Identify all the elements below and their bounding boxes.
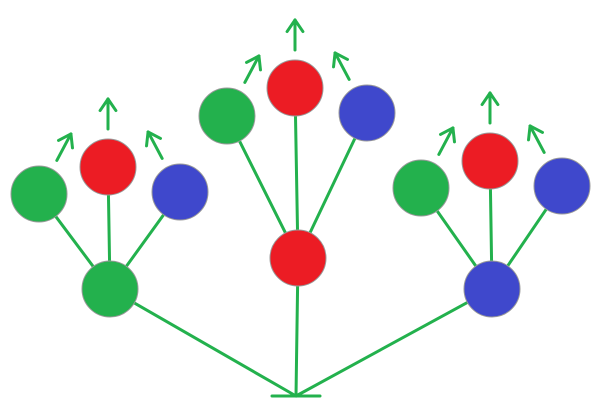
arrow-leaf-center-red: [285, 18, 305, 52]
arrow-leaf-left-red-head-right: [98, 97, 110, 113]
arrow-leaf-right-blue: [527, 124, 546, 154]
arrow-leaf-center-green-shaft: [243, 54, 261, 84]
nodes-layer: [10, 59, 591, 318]
arrow-leaf-left-red: [98, 97, 118, 131]
arrow-leaf-center-blue-shaft: [333, 51, 351, 81]
edge-node-center-to-leaf-center-blue: [308, 136, 357, 235]
arrow-leaf-right-green-shaft: [437, 126, 455, 156]
leaf-center-red-circle: [266, 59, 324, 117]
node-left-circle: [81, 260, 139, 318]
arrow-leaf-right-red-head-left: [488, 91, 500, 107]
leaf-right-green-circle: [392, 159, 450, 217]
leaf-left-blue-circle: [151, 163, 209, 221]
arrow-leaf-right-green-head-left: [451, 126, 456, 144]
arrow-leaf-center-green: [243, 54, 262, 84]
leaf-left-red-circle: [79, 138, 137, 196]
edge-node-left-to-leaf-left-blue: [124, 213, 166, 268]
edge-node-left-to-leaf-left-green: [54, 214, 95, 269]
arrow-leaf-center-blue-head-right: [332, 51, 337, 69]
edge-node-right-to-leaf-right-red: [488, 187, 494, 263]
leaf-right-blue-circle: [533, 157, 591, 215]
edge-root-to-node-center: [294, 284, 300, 398]
arrow-leaf-right-green: [437, 126, 456, 156]
arrow-leaf-center-red-head-right: [285, 18, 297, 34]
edge-node-right-to-leaf-right-blue: [506, 207, 548, 268]
arrow-leaf-center-green-head-right: [245, 54, 261, 64]
arrow-leaf-center-blue: [332, 51, 351, 81]
arrow-leaf-left-green-head-right: [57, 132, 73, 142]
arrow-leaf-left-green-shaft: [55, 132, 73, 162]
arrow-leaf-left-blue: [145, 130, 164, 160]
arrow-leaf-left-blue-head-right: [145, 130, 150, 148]
arrow-leaf-right-blue-head-left: [528, 124, 544, 134]
arrow-leaf-left-red-head-left: [106, 97, 118, 113]
arrow-leaf-right-green-head-right: [439, 126, 455, 136]
arrow-leaf-center-blue-head-left: [333, 51, 349, 61]
edge-root-to-node-right: [294, 300, 469, 398]
edge-node-left-to-leaf-left-red: [106, 193, 112, 263]
node-right-circle: [463, 260, 521, 318]
arrow-leaf-left-green-head-left: [69, 132, 74, 150]
node-center-circle: [269, 229, 327, 287]
leaf-left-green-circle: [10, 165, 68, 223]
arrow-leaf-right-red-head-right: [480, 91, 492, 107]
edge-node-center-to-leaf-center-green: [238, 139, 287, 235]
arrow-leaf-right-blue-head-right: [527, 124, 532, 142]
arrow-leaf-right-blue-shaft: [528, 124, 546, 154]
arrow-leaf-center-green-head-left: [257, 54, 262, 72]
arrow-leaf-right-red: [480, 91, 500, 125]
edge-node-center-to-leaf-center-red: [293, 114, 300, 232]
arrow-leaf-center-red-head-left: [293, 18, 305, 34]
arrow-leaf-left-blue-head-left: [146, 130, 162, 140]
arrows-layer: [55, 18, 546, 162]
leaf-right-red-circle: [461, 132, 519, 190]
arrow-leaf-left-blue-shaft: [146, 130, 164, 160]
leaf-center-blue-circle: [338, 84, 396, 142]
arrow-leaf-left-green: [55, 132, 74, 162]
edge-node-right-to-leaf-right-green: [435, 209, 478, 268]
edge-root-to-node-left: [132, 301, 298, 398]
edges-layer: [54, 114, 548, 398]
leaf-center-green-circle: [198, 87, 256, 145]
